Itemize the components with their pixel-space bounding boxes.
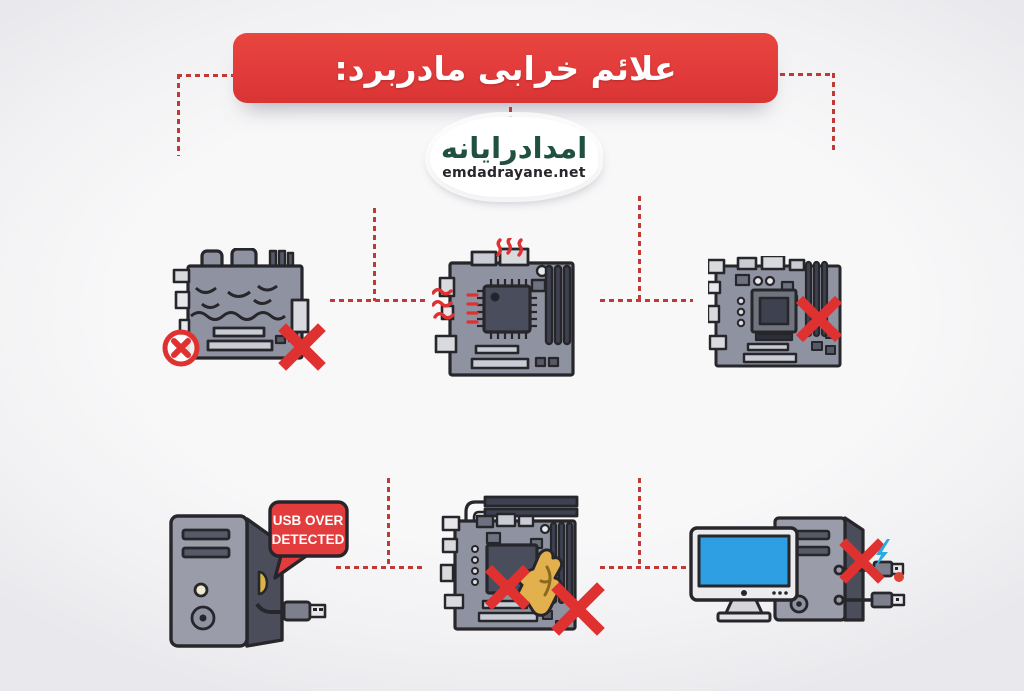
cross-icon [551,582,605,636]
connector-dash-top-left-h [177,74,233,77]
connector-dash-row1-right-h [600,299,693,302]
lightning-icon [874,539,890,569]
burn-damage-blob [515,548,564,617]
circle-cross-icon [162,329,200,367]
connector-dash-row2-right-h [600,566,690,569]
site-logo-url: emdadrayane.net [442,164,586,181]
heat-waves-icon [432,238,523,324]
motherboard-ram-failure-icon [708,256,843,368]
motherboard-burn-damage-icon [439,495,605,636]
figure-motherboard-burn-damage [435,495,607,637]
figure-motherboard-liquid-damage [158,248,330,382]
site-logo: امدادرایانه emdadrayane.net [430,117,598,197]
usb-bubble-line1: USB OVER [273,513,344,528]
title-banner: علائم خرابی مادربرد: [233,33,778,103]
figure-motherboard-overheating [432,238,594,382]
page-title: علائم خرابی مادربرد: [334,48,677,88]
figure-pc-tower-usb-error: USB OVER DETECTED [163,500,353,656]
connector-dash-top-right-v [832,73,835,154]
usb-plug-icon [282,600,327,622]
cross-icon [278,323,326,371]
connector-dash-row2-left-v [387,478,390,567]
figure-pc-power-failure [678,505,920,655]
figure-motherboard-ram-failure [708,256,852,376]
connector-dash-row1-right-v [638,196,641,301]
connector-dash-row2-right-v [638,478,641,567]
cross-icon [795,295,843,343]
speech-bubble-icon: USB OVER DETECTED [268,500,349,580]
connector-dash-row1-left-h [330,299,425,302]
pc-tower-usb-error-icon: USB OVER DETECTED [169,500,349,648]
connector-dash-row1-left-v [373,208,376,301]
connector-dash-top-left-v [177,74,180,156]
cross-icon [839,538,885,584]
motherboard-overheating-icon [432,238,575,377]
cross-icon [484,564,531,611]
usb-plug-icon [870,560,906,609]
alert-dot-icon [894,572,904,582]
site-logo-name: امدادرایانه [440,130,588,165]
pc-power-failure-icon [689,516,906,623]
connector-dash-row2-left-h [336,566,424,569]
motherboard-liquid-damage-icon [162,248,326,371]
monitor [689,526,799,623]
connector-dash-top-right-h [780,73,834,76]
usb-bubble-line2: DETECTED [272,532,345,547]
